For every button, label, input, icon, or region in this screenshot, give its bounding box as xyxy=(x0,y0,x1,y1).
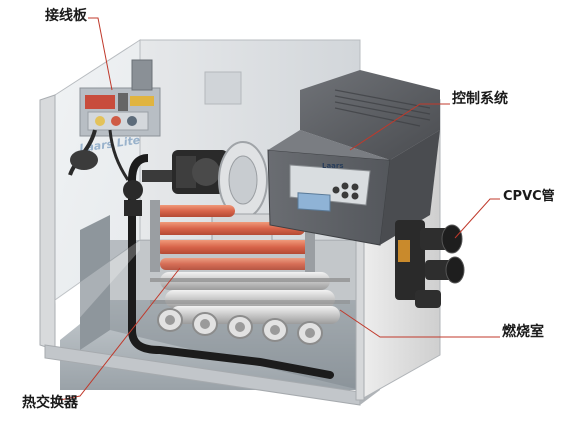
blower-assembly xyxy=(142,141,273,243)
cpvc-fittings xyxy=(395,220,465,308)
burner-tubes xyxy=(150,272,350,345)
leader-line-control-system xyxy=(349,103,450,151)
leader-line-combustion-chamber xyxy=(339,309,500,338)
heat-exchanger xyxy=(150,200,315,275)
leader-lines xyxy=(59,17,500,401)
terminal-board: Laars Lite xyxy=(68,59,161,181)
label-cpvc-pipe: CPVC管 xyxy=(503,189,555,204)
control-display-panel: Laars xyxy=(289,162,371,212)
label-control-system: 控制系统 xyxy=(452,91,508,107)
leader-line-cpvc xyxy=(454,198,500,239)
label-terminal-board: 接线板 xyxy=(45,8,87,24)
brand-label: Laars xyxy=(322,162,344,170)
control-housing: Laars xyxy=(267,70,440,246)
leader-line-heat-exchanger xyxy=(59,267,181,401)
label-heat-exchanger: 热交换器 xyxy=(22,395,78,411)
leader-line-terminal-board xyxy=(88,17,113,91)
label-combustion-chamber: 燃烧室 xyxy=(502,324,544,340)
